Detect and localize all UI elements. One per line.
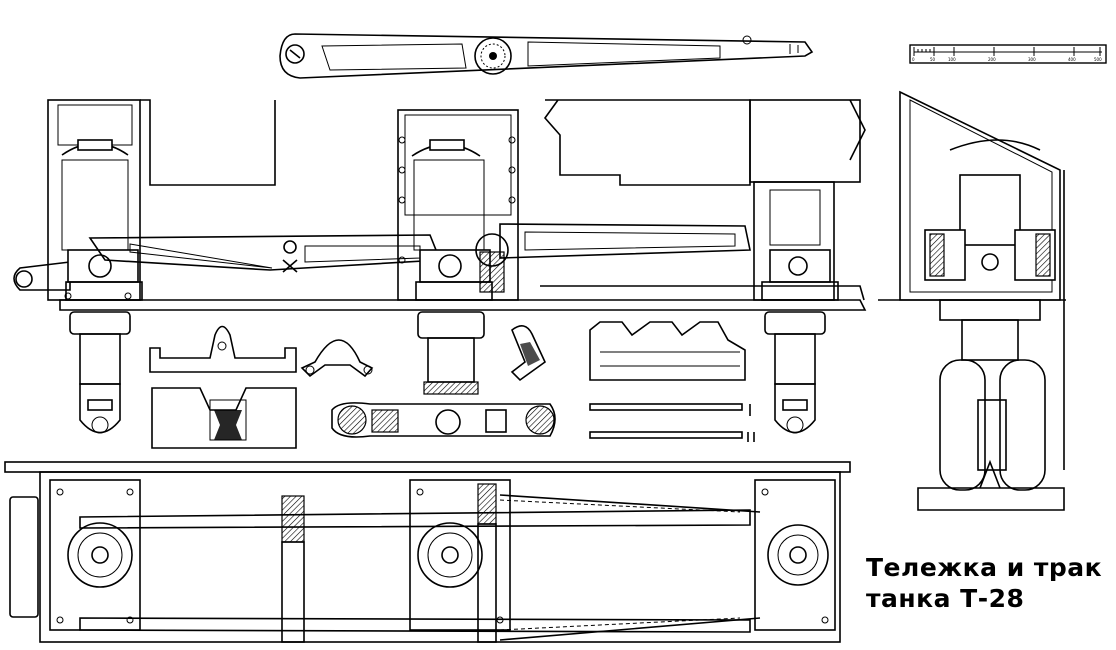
- scale-tick-200: 200: [988, 57, 996, 62]
- bogie-plan-view: [4, 461, 851, 643]
- suspension-leg-right: [764, 311, 826, 434]
- caption-line-2: танка Т-28: [866, 584, 1025, 613]
- scale-tick-400: 400: [1068, 57, 1076, 62]
- scale-tick-500: 500: [1094, 57, 1102, 62]
- bogie-end-view: [878, 90, 1066, 511]
- scale-tick-100: 100: [948, 57, 956, 62]
- caption-line-1: Тележка и трак: [866, 553, 1103, 582]
- balance-lever-top-view: [279, 33, 814, 79]
- bogie-side-view: [13, 99, 867, 434]
- scale-bar: 0 50 100 200 300 400 500: [909, 44, 1107, 64]
- suspension-leg-left: [69, 311, 131, 434]
- drawing-caption: Тележка и трак танка Т-28: [866, 552, 1102, 614]
- scale-tick-0: 0: [912, 57, 915, 62]
- scale-tick-300: 300: [1028, 57, 1036, 62]
- scale-tick-50: 50: [930, 57, 936, 62]
- track-parts: [149, 321, 755, 449]
- suspension-leg-middle: [417, 311, 485, 395]
